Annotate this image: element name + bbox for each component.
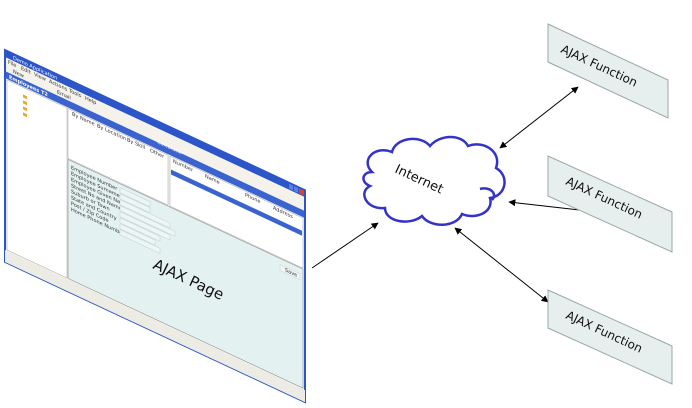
toolbar-new[interactable]: New xyxy=(13,69,25,80)
panel-header xyxy=(6,71,304,218)
minimize-button[interactable] xyxy=(289,183,293,191)
ajax-function-box-1: AJAX Function xyxy=(547,23,669,119)
save-button[interactable] xyxy=(279,264,301,281)
internet-function1-arrow xyxy=(499,86,579,149)
menu-view[interactable]: View xyxy=(34,72,47,84)
maximize-button[interactable] xyxy=(294,185,298,193)
page-to-internet-arrow xyxy=(311,222,379,269)
menu-tools[interactable]: Tools xyxy=(68,88,81,100)
menu-edit[interactable]: Edit xyxy=(21,66,31,76)
department-list[interactable] xyxy=(67,108,169,206)
title-bar xyxy=(5,50,305,198)
ajax-function-box-3: AJAX Function xyxy=(547,289,673,385)
save-label[interactable]: Save xyxy=(285,267,297,278)
internet-cloud xyxy=(362,135,506,226)
selected-row[interactable] xyxy=(171,169,302,236)
form-inputs[interactable] xyxy=(119,187,176,261)
ajax-function-box-2: AJAX Function xyxy=(547,155,673,253)
employee-list[interactable] xyxy=(169,155,304,269)
ajax-page-window: Demo Application File Edit View Actions … xyxy=(4,48,306,404)
internet-function3-arrow xyxy=(454,227,549,303)
tree-panel xyxy=(6,79,68,279)
menu-help[interactable]: Help xyxy=(85,96,97,107)
close-button[interactable] xyxy=(299,188,304,196)
menu-file[interactable]: File xyxy=(8,60,16,70)
status-bar xyxy=(5,250,305,403)
